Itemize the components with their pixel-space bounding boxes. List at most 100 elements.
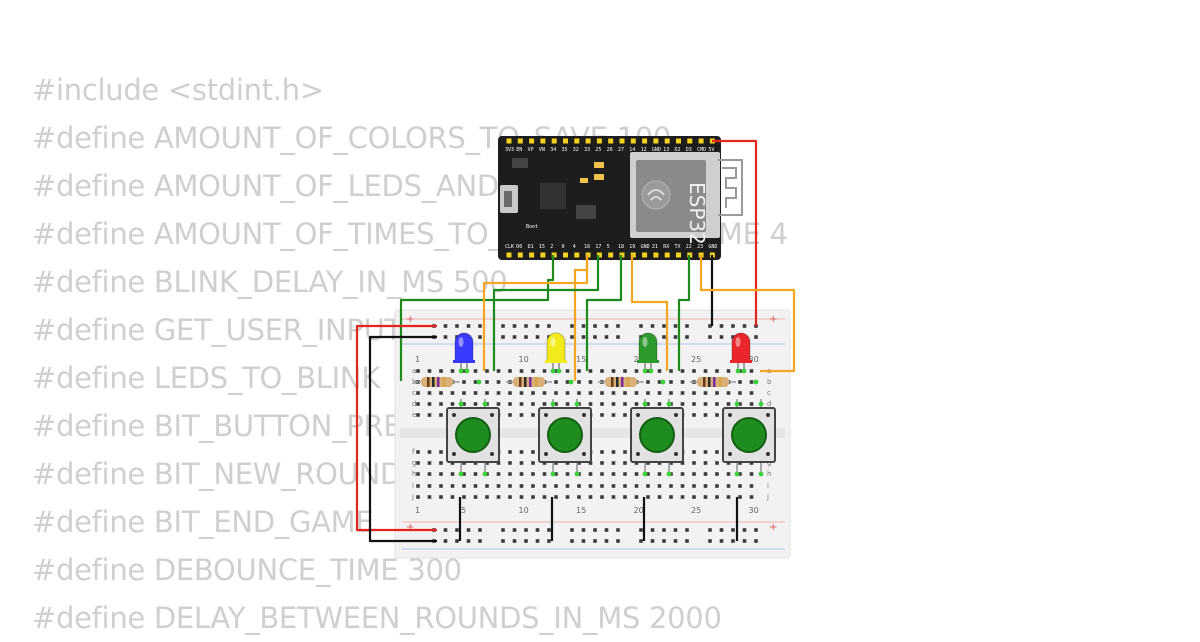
breadboard-hole[interactable]: [581, 324, 586, 328]
breadboard-hole[interactable]: [496, 369, 501, 373]
breadboard-hole[interactable]: [600, 391, 604, 395]
breadboard-hole[interactable]: [680, 391, 685, 395]
breadboard-hole[interactable]: [749, 495, 754, 499]
breadboard-hole[interactable]: [731, 528, 735, 532]
breadboard-hole[interactable]: [439, 402, 443, 406]
breadboard-hole[interactable]: [657, 369, 662, 373]
breadboard-hole[interactable]: [588, 461, 593, 465]
wire-orange-btn3[interactable]: [630, 255, 669, 371]
breadboard-hole[interactable]: [738, 495, 742, 499]
breadboard-hole[interactable]: [508, 391, 512, 395]
esp32-pin[interactable]: [563, 252, 568, 258]
breadboard-hole[interactable]: [611, 391, 616, 395]
breadboard-hole[interactable]: [473, 391, 478, 395]
breadboard-hole[interactable]: [531, 391, 535, 395]
breadboard-hole[interactable]: [646, 380, 650, 384]
breadboard-hole[interactable]: [742, 324, 747, 328]
breadboard-hole[interactable]: [439, 495, 443, 499]
breadboard-hole[interactable]: [542, 402, 547, 406]
breadboard-hole[interactable]: [439, 461, 443, 465]
breadboard-hole[interactable]: [588, 484, 593, 488]
breadboard-hole[interactable]: [639, 528, 643, 532]
breadboard-hole[interactable]: [501, 539, 505, 543]
breadboard-hole[interactable]: [611, 413, 616, 417]
breadboard-hole[interactable]: [427, 369, 432, 373]
breadboard-hole[interactable]: [531, 495, 535, 499]
breadboard-hole[interactable]: [600, 402, 604, 406]
breadboard-hole[interactable]: [623, 461, 627, 465]
breadboard-hole[interactable]: [570, 335, 574, 339]
resistor[interactable]: [598, 377, 644, 387]
esp32-pin[interactable]: [551, 252, 557, 258]
breadboard-hole[interactable]: [462, 380, 466, 384]
esp32-pin[interactable]: [676, 138, 681, 144]
breadboard-hole[interactable]: [462, 484, 466, 488]
breadboard-hole[interactable]: [512, 335, 517, 339]
breadboard-hole[interactable]: [731, 324, 735, 328]
breadboard-hole[interactable]: [673, 324, 678, 328]
push-button[interactable]: [630, 399, 684, 474]
breadboard-hole[interactable]: [485, 391, 489, 395]
resistor[interactable]: [414, 377, 460, 387]
esp32-pin[interactable]: [608, 252, 614, 258]
breadboard-hole[interactable]: [703, 391, 708, 395]
breadboard-hole[interactable]: [519, 484, 524, 488]
breadboard-hole[interactable]: [496, 380, 501, 384]
esp32-pin[interactable]: [687, 138, 693, 144]
breadboard-hole[interactable]: [726, 472, 731, 476]
resistor[interactable]: [690, 377, 736, 387]
breadboard-hole[interactable]: [485, 495, 489, 499]
breadboard-hole[interactable]: [703, 413, 708, 417]
breadboard-hole[interactable]: [466, 539, 471, 543]
breadboard-hole[interactable]: [531, 472, 535, 476]
breadboard-hole[interactable]: [443, 335, 448, 339]
breadboard-hole[interactable]: [669, 369, 673, 373]
breadboard-hole[interactable]: [692, 461, 696, 465]
breadboard-hole[interactable]: [657, 402, 662, 406]
breadboard-hole[interactable]: [623, 369, 627, 373]
breadboard-hole[interactable]: [738, 380, 742, 384]
breadboard-hole[interactable]: [462, 472, 466, 476]
breadboard-hole[interactable]: [512, 324, 517, 328]
breadboard-hole[interactable]: [600, 472, 604, 476]
breadboard-hole[interactable]: [427, 391, 432, 395]
esp32-pin[interactable]: [506, 138, 512, 144]
breadboard-hole[interactable]: [462, 369, 466, 373]
breadboard-hole[interactable]: [508, 472, 512, 476]
breadboard-hole[interactable]: [581, 528, 586, 532]
breadboard-hole[interactable]: [531, 461, 535, 465]
breadboard-hole[interactable]: [542, 495, 547, 499]
breadboard-hole[interactable]: [738, 484, 742, 488]
breadboard-hole[interactable]: [703, 484, 708, 488]
breadboard-hole[interactable]: [742, 528, 747, 532]
breadboard-hole[interactable]: [593, 528, 597, 532]
breadboard-hole[interactable]: [455, 324, 459, 328]
push-button[interactable]: [722, 399, 776, 474]
breadboard-hole[interactable]: [611, 369, 616, 373]
breadboard-hole[interactable]: [462, 495, 466, 499]
breadboard-hole[interactable]: [485, 380, 489, 384]
breadboard-hole[interactable]: [726, 495, 731, 499]
breadboard-hole[interactable]: [531, 369, 535, 373]
esp32-pin[interactable]: [596, 252, 602, 258]
breadboard-hole[interactable]: [623, 413, 627, 417]
esp32-pin[interactable]: [506, 252, 512, 258]
breadboard-hole[interactable]: [680, 369, 685, 373]
breadboard-hole[interactable]: [577, 369, 581, 373]
breadboard-hole[interactable]: [466, 528, 471, 532]
breadboard-hole[interactable]: [611, 450, 616, 454]
breadboard-hole[interactable]: [554, 484, 558, 488]
breadboard-hole[interactable]: [639, 324, 643, 328]
breadboard-hole[interactable]: [685, 539, 689, 543]
breadboard-hole[interactable]: [427, 495, 432, 499]
breadboard-hole[interactable]: [473, 495, 478, 499]
breadboard-hole[interactable]: [439, 484, 443, 488]
breadboard-hole[interactable]: [554, 472, 558, 476]
breadboard-hole[interactable]: [749, 380, 754, 384]
breadboard-hole[interactable]: [416, 402, 420, 406]
breadboard-hole[interactable]: [646, 495, 650, 499]
breadboard-hole[interactable]: [443, 324, 448, 328]
esp32-pin[interactable]: [642, 252, 648, 258]
breadboard-hole[interactable]: [662, 324, 666, 328]
breadboard-hole[interactable]: [427, 461, 432, 465]
